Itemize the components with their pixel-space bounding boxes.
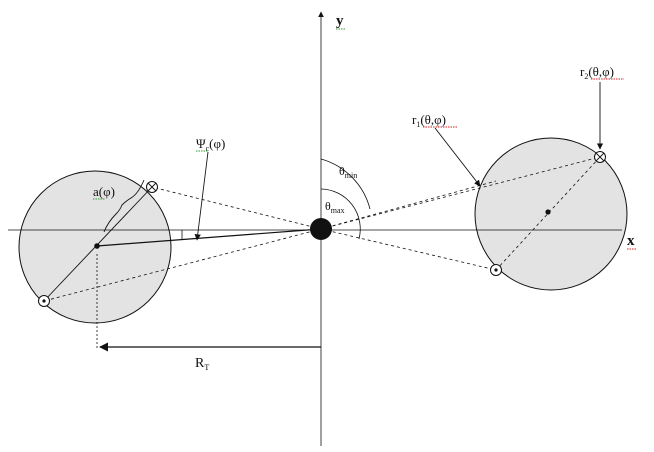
circle-cross-icon xyxy=(594,151,606,163)
r1-label: r1(θ,φ) xyxy=(412,112,446,129)
theta-max-arc xyxy=(320,188,361,240)
rt-label: RT xyxy=(195,356,209,372)
right-disk-center xyxy=(545,209,551,215)
theta-min-label: θmin xyxy=(339,164,357,180)
x-axis-label: x xyxy=(627,233,635,249)
left-disk-center xyxy=(94,243,100,249)
r1-arrow xyxy=(434,127,481,187)
left-center-to-origin xyxy=(96,228,322,247)
right-dashed-lines xyxy=(320,156,601,271)
psi-arrow xyxy=(194,151,209,241)
circle-dot-icon xyxy=(38,295,50,307)
theta-min-arc xyxy=(320,158,371,210)
circle-cross-icon xyxy=(146,181,158,193)
a-phi-label: a(φ) xyxy=(93,184,115,199)
central-body-icon xyxy=(310,218,332,240)
r2-label: r2(θ,φ) xyxy=(580,64,614,81)
circle-dot-icon xyxy=(490,264,502,276)
a-phi-brace xyxy=(103,179,145,233)
left-dashed-lines xyxy=(43,186,322,302)
theta-max-label: θmax xyxy=(325,199,345,215)
psi-label: Ψc(φ) xyxy=(196,136,225,153)
y-axis-label: y xyxy=(336,13,344,29)
